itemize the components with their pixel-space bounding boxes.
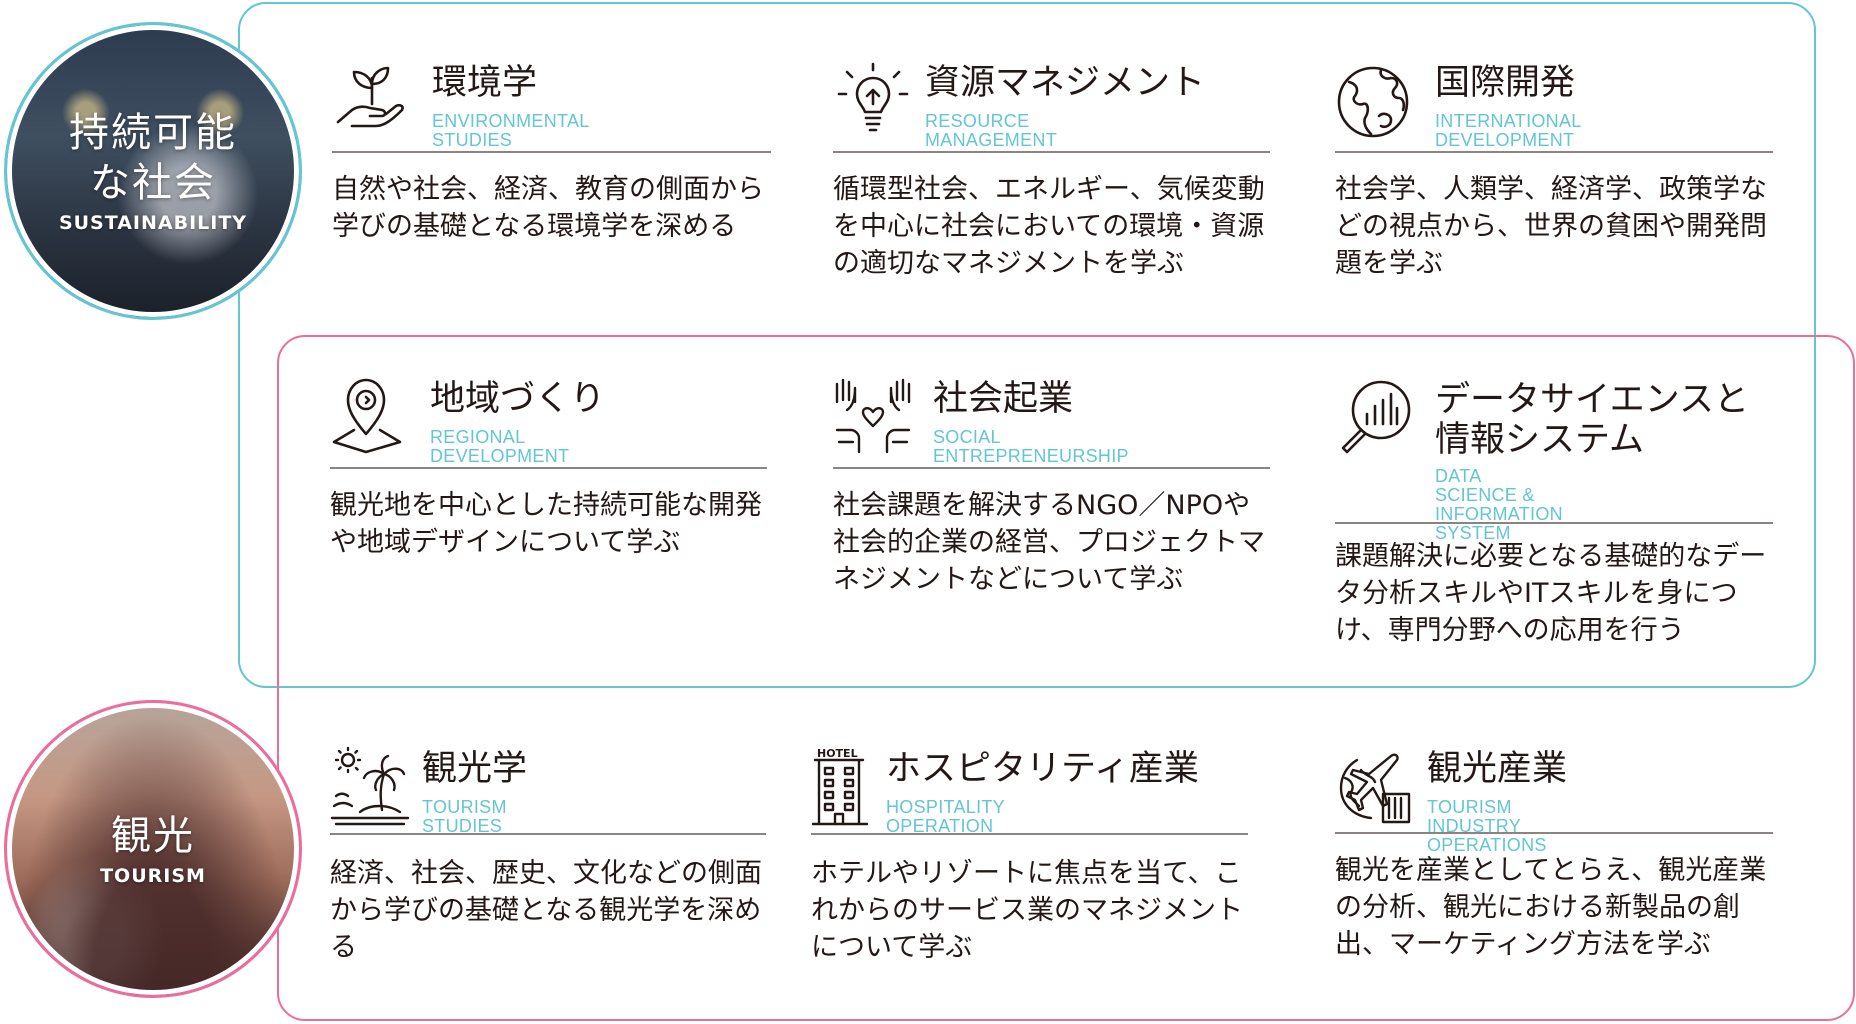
divider (833, 151, 1270, 153)
field-title: 観光産業 (1427, 749, 1568, 789)
field-title: 地域づくり (430, 379, 606, 419)
hands-heart-icon (833, 376, 913, 456)
field-title: 社会起業 (933, 379, 1074, 419)
field-en-label: TOURISM INDUSTRY OPERATIONS (1427, 797, 1547, 855)
lightbulb-idea-icon (833, 60, 913, 140)
divider (1335, 832, 1773, 834)
map-pin-icon (330, 376, 410, 456)
field-en-label: SOCIAL ENTREPRENEURSHIP (933, 427, 1129, 466)
island-sun-icon (330, 746, 410, 826)
svg-text:HOTEL: HOTEL (817, 747, 858, 760)
field-title: 観光学 (422, 749, 528, 789)
globe-icon (1335, 60, 1415, 140)
magnifier-chart-icon (1335, 378, 1415, 458)
tourism-subtitle: TOURISM (100, 865, 206, 887)
divider (330, 467, 767, 469)
field-en-label: RESOURCE MANAGEMENT (925, 111, 1058, 150)
field-description: 自然や社会、経済、教育の側面から学びの基礎となる環境学を深める (332, 174, 764, 242)
plane-globe-icon (1335, 746, 1415, 826)
field-en-label: DATA SCIENCE & INFORMATION SYSTEM (1435, 466, 1563, 543)
field-title: 資源マネジメント (925, 63, 1206, 103)
tourism-badge: 観光 TOURISM (4, 700, 302, 998)
field-en-label: TOURISM STUDIES (422, 797, 507, 836)
field-description: 観光を産業としてとらえ、観光産業の分析、観光における新製品の創出、マーケティング… (1335, 855, 1767, 960)
field-title: データサイエンスと情報システム (1435, 380, 1749, 460)
field-title: 環境学 (432, 63, 538, 103)
field-en-label: HOSPITALITY OPERATION (886, 797, 1005, 836)
divider (332, 151, 771, 153)
field-description: ホテルやリゾートに焦点を当て、これからのサービス業のマネジメントについて学ぶ (811, 858, 1243, 963)
divider (1335, 522, 1773, 524)
field-description: 課題解決に必要となる基礎的なデータ分析スキルやITスキルを身につけ、専門分野への… (1335, 541, 1767, 646)
field-title: 国際開発 (1435, 63, 1576, 103)
field-en-label: ENVIRONMENTAL STUDIES (432, 111, 589, 150)
hotel-building-icon: HOTEL (811, 746, 891, 826)
divider (833, 467, 1270, 469)
divider (811, 833, 1248, 835)
field-description: 観光地を中心とした持続可能な開発や地域デザインについて学ぶ (330, 490, 762, 558)
divider (330, 833, 766, 835)
sustainability-subtitle: SUSTAINABILITY (58, 212, 248, 234)
sustainability-group-frame (238, 2, 1816, 688)
field-description: 経済、社会、歴史、文化などの側面から学びの基礎となる観光学を深める (330, 858, 762, 963)
sustainability-title: 持続可能な社会 (69, 110, 237, 206)
divider (1335, 151, 1773, 153)
plant-in-hand-icon (332, 60, 412, 140)
field-title: ホスピタリティ産業 (886, 749, 1199, 789)
field-en-label: REGIONAL DEVELOPMENT (430, 427, 570, 466)
tourism-group-frame (277, 335, 1855, 1021)
field-description: 循環型社会、エネルギー、気候変動を中心に社会においての環境・資源の適切なマネジメ… (833, 174, 1265, 279)
field-en-label: INTERNATIONAL DEVELOPMENT (1435, 111, 1581, 150)
field-description: 社会課題を解決するNGO／NPOや社会的企業の経営、プロジェクトマネジメントなど… (833, 490, 1265, 595)
field-description: 社会学、人類学、経済学、政策学などの視点から、世界の貧困や開発問題を学ぶ (1335, 174, 1767, 279)
sustainability-badge: 持続可能な社会 SUSTAINABILITY (4, 22, 302, 320)
tourism-title: 観光 (111, 813, 195, 859)
